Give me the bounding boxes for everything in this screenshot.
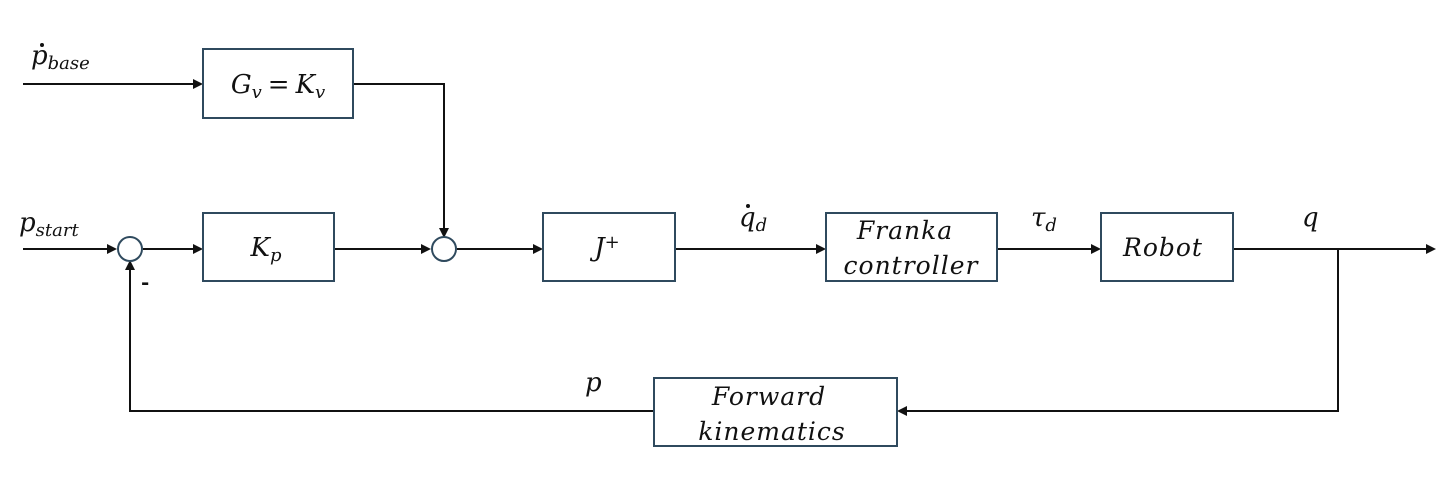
block-kp <box>202 212 335 282</box>
sum-junction-2 <box>431 236 457 262</box>
block-fk-line2: kinematics <box>698 417 846 446</box>
arrowhead <box>439 228 449 238</box>
arrowhead <box>421 244 431 254</box>
edge-gv-to-sum2 <box>353 83 445 229</box>
edge-fk-feedback-to-sum1 <box>129 270 654 412</box>
input-pbase-label: pbase <box>31 41 90 74</box>
block-robot-label: Robot <box>1122 233 1203 262</box>
signal-qdot-label: qd <box>739 203 767 236</box>
dot-accent <box>40 43 44 47</box>
arrowhead <box>193 79 203 89</box>
signal-p-label: p <box>585 368 602 398</box>
sum-minus-sign: - <box>141 270 149 294</box>
signal-tau-label: τd <box>1031 203 1057 236</box>
arrowhead <box>193 244 203 254</box>
block-robot <box>1100 212 1234 282</box>
block-gv <box>202 48 354 119</box>
arrowhead <box>1091 244 1101 254</box>
block-franka-line2: controller <box>844 251 980 280</box>
block-jplus-label: J+ <box>589 232 620 263</box>
block-kp-label: Kp <box>250 233 282 266</box>
block-gv-label: Gv=Kv <box>231 70 325 103</box>
arrowhead <box>897 406 907 416</box>
arrowhead <box>107 244 117 254</box>
sum-junction-1 <box>117 236 143 262</box>
input-pstart-label: pstart <box>19 208 79 241</box>
block-jplus <box>542 212 676 282</box>
block-forward-kinematics <box>653 377 898 447</box>
edge-q-to-fk <box>907 249 1339 412</box>
arrowhead <box>533 244 543 254</box>
block-fk-line1: Forward <box>711 382 826 411</box>
signal-q-label: q <box>1302 203 1319 233</box>
arrowhead <box>1426 244 1436 254</box>
arrowhead <box>125 260 135 270</box>
block-franka-controller <box>825 212 998 282</box>
block-franka-line1: Franka <box>856 216 953 245</box>
dot-accent <box>746 204 750 208</box>
arrowhead <box>816 244 826 254</box>
